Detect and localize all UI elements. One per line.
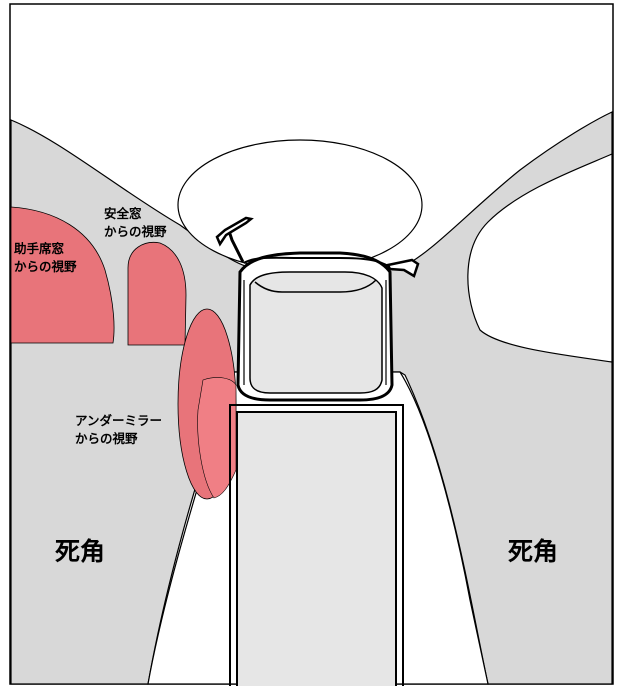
under-mirror-label-line1: アンダーミラー <box>75 413 162 428</box>
truck-cab-windshield <box>243 256 389 267</box>
safety-window-view <box>127 241 187 346</box>
safety-window-label: 安全窓 からの視野 <box>104 206 167 239</box>
truck-trailer <box>229 404 404 686</box>
passenger-window-label-line1: 助手席窓 <box>14 241 65 256</box>
passenger-window-label: 助手席窓 からの視野 <box>14 241 77 274</box>
truck-cab-roof-line <box>254 279 377 293</box>
under-mirror-overlap <box>197 377 237 499</box>
blind-spot-right-label: 死角 <box>508 537 558 566</box>
safety-window-label-line2: からの視野 <box>104 224 167 239</box>
blind-spot-left-label: 死角 <box>55 537 105 566</box>
under-mirror-label: アンダーミラー からの視野 <box>75 413 166 446</box>
left-mirror <box>215 216 254 247</box>
passenger-window-label-line2: からの視野 <box>14 259 77 274</box>
under-mirror-label-line2: からの視野 <box>75 431 138 446</box>
safety-window-label-line1: 安全窓 <box>104 206 142 221</box>
truck-trailer-inner <box>236 411 397 686</box>
right-mirror <box>386 258 420 278</box>
passenger-window-view <box>10 206 115 344</box>
windshield-view <box>177 139 423 271</box>
truck <box>215 216 420 686</box>
truck-cab-inner <box>249 271 383 394</box>
right-window-cutout <box>467 153 613 363</box>
